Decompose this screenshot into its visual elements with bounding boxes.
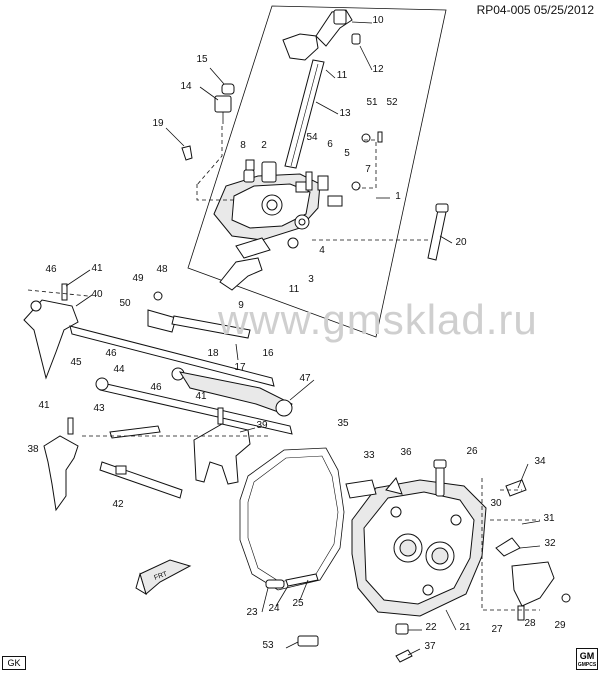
callout-c51: 51 <box>366 97 378 108</box>
front-direction-arrow: FRT <box>135 559 192 596</box>
callout-c38: 38 <box>27 444 39 455</box>
callout-c44: 44 <box>113 364 125 375</box>
callout-c15: 15 <box>196 54 208 65</box>
callout-c41c: 41 <box>195 391 207 402</box>
callout-c23: 23 <box>246 607 258 618</box>
callout-c11a: 11 <box>337 70 348 81</box>
callout-c13: 13 <box>339 108 351 119</box>
watermark: www.gmsklad.ru <box>218 296 538 343</box>
callout-c43: 43 <box>93 403 105 414</box>
callout-c11b: 11 <box>289 284 300 295</box>
callout-c36: 36 <box>400 447 412 458</box>
callout-c32: 32 <box>544 538 556 549</box>
callout-c14: 14 <box>180 81 192 92</box>
callout-c30: 30 <box>490 498 502 509</box>
corner-code-left: GK <box>2 656 26 670</box>
gm-logo: GM GMPCS <box>576 648 598 670</box>
callout-c46b: 46 <box>105 348 117 359</box>
callout-c27: 27 <box>491 624 503 635</box>
gm-logo-bottom: GMPCS <box>577 662 597 668</box>
callout-c35: 35 <box>337 418 349 429</box>
callout-c17: 17 <box>234 362 246 373</box>
assembly-boundary <box>187 5 447 338</box>
callout-c49: 49 <box>132 273 144 284</box>
callout-c46a: 46 <box>45 264 57 275</box>
callout-c24: 24 <box>268 603 280 614</box>
callout-c4: 4 <box>319 245 325 256</box>
callout-c18: 18 <box>207 348 219 359</box>
callout-c31: 31 <box>543 513 555 524</box>
transfer-case-housing <box>351 479 487 617</box>
callout-c10: 10 <box>372 15 384 26</box>
callout-c45: 45 <box>70 357 82 368</box>
callout-c8: 8 <box>240 140 246 151</box>
callout-c9: 9 <box>238 300 244 311</box>
callout-c20: 20 <box>455 237 467 248</box>
callout-c52: 52 <box>386 97 398 108</box>
callout-c12: 12 <box>372 64 384 75</box>
callout-c47: 47 <box>299 373 311 384</box>
shift-control-assembly <box>181 9 449 291</box>
front-arrow-label: FRT <box>153 570 169 581</box>
callout-c37: 37 <box>424 641 436 652</box>
callout-c39: 39 <box>256 420 268 431</box>
callout-c16: 16 <box>262 348 274 359</box>
callout-c3: 3 <box>308 274 314 285</box>
callout-c41a: 41 <box>91 263 103 274</box>
callout-c19: 19 <box>152 118 164 129</box>
callout-c29: 29 <box>554 620 566 631</box>
callout-c53: 53 <box>262 640 274 651</box>
callout-c21: 21 <box>459 622 471 633</box>
callout-c28: 28 <box>524 618 536 629</box>
callout-c22: 22 <box>425 622 437 633</box>
gm-logo-top: GM <box>579 651 595 661</box>
leader-lines <box>65 21 541 656</box>
callout-c5: 5 <box>344 148 350 159</box>
callout-c50: 50 <box>119 298 131 309</box>
callout-c54: 54 <box>306 132 318 143</box>
callout-c40: 40 <box>91 289 103 300</box>
gasket-outline <box>239 447 345 591</box>
callout-c46c: 46 <box>150 382 162 393</box>
callout-c7: 7 <box>365 164 371 175</box>
callout-c6: 6 <box>327 139 333 150</box>
callout-c48: 48 <box>156 264 168 275</box>
callout-c42: 42 <box>112 499 124 510</box>
callout-c41b: 41 <box>38 400 50 411</box>
callout-c25: 25 <box>292 598 304 609</box>
drawing-reference: RP04-005 05/25/2012 <box>476 3 594 17</box>
callout-c26: 26 <box>466 446 478 457</box>
callout-c1: 1 <box>395 191 401 202</box>
callout-c33: 33 <box>363 450 375 461</box>
right-lever-assembly <box>265 459 571 663</box>
shift-fork-rail-set <box>23 283 293 512</box>
callout-c34: 34 <box>534 456 546 467</box>
callout-c2: 2 <box>261 140 267 151</box>
